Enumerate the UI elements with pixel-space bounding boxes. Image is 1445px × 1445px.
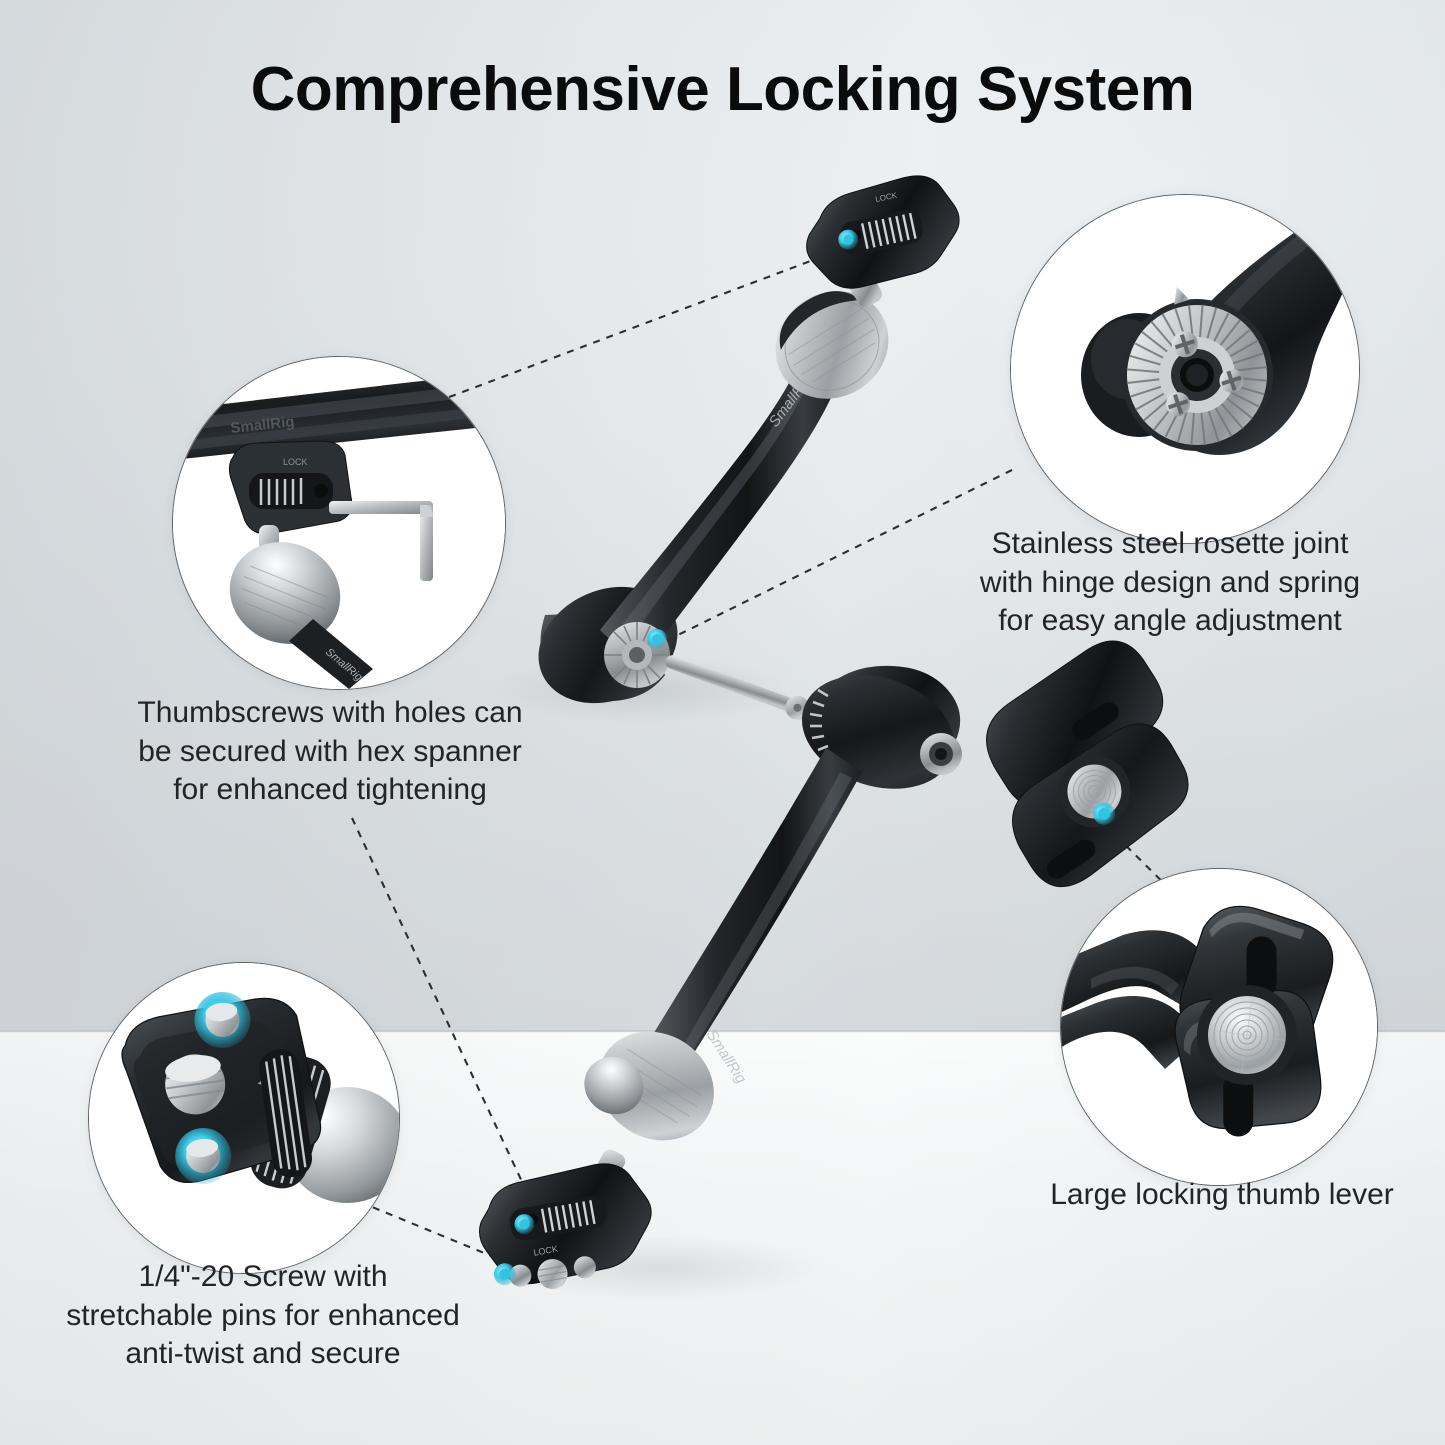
br-arm-yoke bbox=[1061, 930, 1211, 1069]
clamp-serration bbox=[259, 478, 303, 505]
page-title: Comprehensive Locking System bbox=[250, 55, 1195, 124]
caption-rosette: Stainless steel rosette joint with hinge… bbox=[979, 527, 1361, 638]
callout-screw-pins-detail: LOCK bbox=[88, 962, 400, 1274]
callout-rosette-detail bbox=[1010, 194, 1360, 544]
callout-thumb-lever-detail bbox=[1060, 868, 1378, 1186]
nato-rail: SmallRig bbox=[173, 375, 485, 460]
bl-clamp-plate: LOCK bbox=[121, 991, 322, 1184]
rosette-screw-right bbox=[1219, 368, 1244, 393]
br-thumb-lever bbox=[1174, 905, 1334, 1137]
callout-arm-stub bbox=[289, 619, 373, 689]
bl-quarter20-screw bbox=[165, 1054, 226, 1115]
nato-rail-brand-text: SmallRig bbox=[230, 413, 296, 437]
clamp-lock-label: LOCK bbox=[283, 457, 308, 467]
hex-spanner bbox=[329, 501, 433, 581]
caption-screw: 1/4"-20 Screw with stretchable pins for … bbox=[66, 1260, 460, 1371]
clamp-body: LOCK bbox=[228, 440, 353, 535]
bl-serrated-jaw bbox=[259, 1049, 313, 1178]
rosette-screw-top bbox=[1171, 331, 1198, 358]
rosette-disc bbox=[1121, 286, 1273, 451]
rosette-teeth bbox=[1174, 286, 1190, 305]
br-lever-slot-upper bbox=[1246, 936, 1277, 999]
bl-stretch-pin-bottom bbox=[175, 1127, 232, 1184]
bl-stretch-pin-top bbox=[194, 991, 251, 1048]
callout-thumbscrew-detail: SmallRig LOCK bbox=[172, 356, 506, 690]
callout-ball-head bbox=[229, 542, 341, 644]
br-lever-slot-lower bbox=[1223, 1072, 1254, 1137]
br-lever-edge-highlight bbox=[1209, 912, 1305, 940]
caption-thumbscrew: Thumbscrews with holes can be secured wi… bbox=[137, 696, 523, 807]
caption-lever: Large locking thumb lever bbox=[1050, 1178, 1394, 1211]
thumbscrew-hole bbox=[314, 484, 328, 498]
rosette-screw-left bbox=[1166, 392, 1191, 417]
